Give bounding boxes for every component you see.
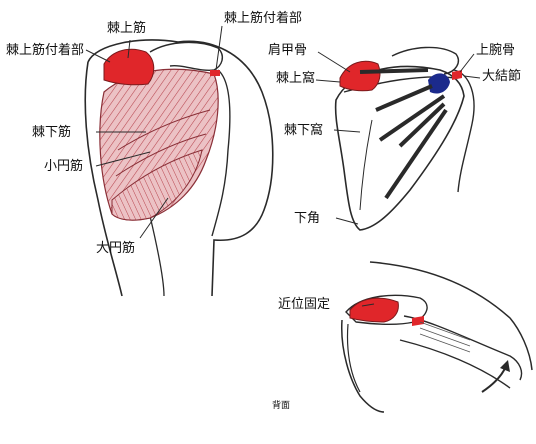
label-supraspinatus: 棘上筋 [107, 21, 147, 36]
label-infraspinatus: 棘下筋 [32, 125, 72, 140]
label-teres-major: 大円筋 [96, 241, 136, 256]
caption-posterior: 背面 [272, 401, 291, 411]
bottom-scapula-body [346, 323, 361, 393]
teres-muscles [111, 149, 203, 221]
left-body-outline [84, 39, 274, 297]
greater-tubercle-mark [452, 70, 462, 80]
infraspinatus-insertion-blue [428, 73, 450, 94]
bottom-panel [341, 261, 533, 413]
bottom-humerus-lower [399, 339, 511, 389]
left-humerus-outline [211, 69, 231, 237]
supraspinous-origin-area [339, 60, 381, 92]
scapula-acromion [391, 46, 460, 75]
label-inferior-angle: 下角 [294, 211, 321, 226]
scapula-outline [334, 65, 465, 231]
humerus-head-outline [453, 69, 475, 193]
label-supraspinatus-insertion: 棘上筋付着部 [224, 11, 303, 26]
bottom-insertion-mark [412, 316, 424, 326]
supraspinatus-muscle [103, 48, 155, 86]
left-acromion-outline [149, 41, 224, 72]
bottom-body-outline [341, 261, 533, 413]
label-proximal-fixation: 近位固定 [278, 297, 331, 312]
left-panel [84, 25, 274, 297]
label-greater-tubercle: 大結節 [482, 69, 522, 84]
abduction-arrow [481, 365, 507, 393]
label-teres-minor: 小円筋 [44, 159, 84, 174]
scapula-lateral-border [359, 119, 373, 211]
bottom-supraspinatus-muscle [349, 297, 399, 323]
bottom-humerus [403, 315, 523, 381]
label-humerus: 上腕骨 [476, 43, 516, 58]
label-infraspinous-fossa: 棘下窩 [284, 123, 324, 138]
left-scapula-border [149, 215, 165, 297]
label-supraspinatus-origin: 棘上筋付着部 [6, 43, 85, 58]
right-panel [315, 46, 481, 231]
label-scapula-spine: 肩甲骨 [268, 43, 308, 58]
label-supraspinous-fossa: 棘上窩 [276, 71, 316, 86]
supraspinatus-insertion-mark [210, 70, 220, 76]
